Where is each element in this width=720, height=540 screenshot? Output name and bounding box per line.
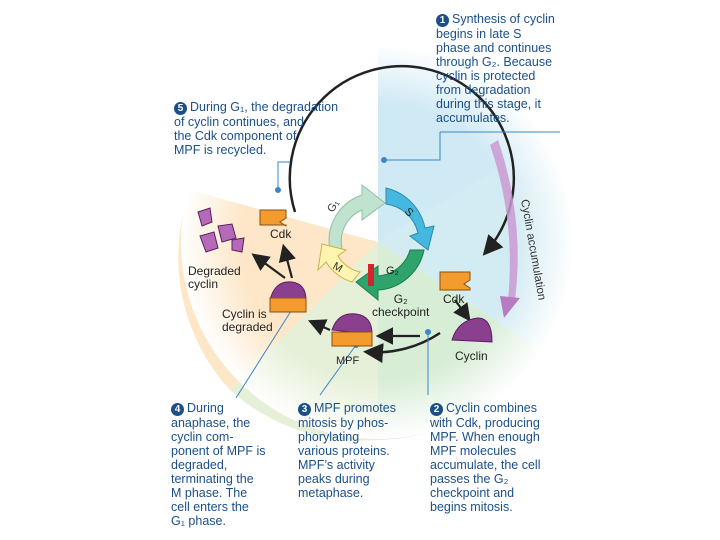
step-2-badge: 2: [430, 403, 443, 416]
arrow-mpf-to-degraded: [307, 319, 331, 336]
step-3-badge: 3: [298, 403, 311, 416]
g2-checkpoint-bar: [368, 264, 374, 286]
lower-cycle-arc: [363, 331, 441, 364]
step-1-badge: 1: [436, 14, 449, 27]
cdk-label-right: Cdk: [443, 292, 465, 306]
inner-cell-cycle: [317, 183, 435, 302]
cdk-icon-right: [439, 271, 471, 291]
outer-cycle-arc: [288, 64, 516, 256]
step-4-badge: 4: [171, 403, 184, 416]
g2-label: G₂: [386, 265, 399, 277]
step-5-badge: 5: [174, 102, 187, 115]
mpf-icon: [331, 313, 373, 347]
m-phase-arrow: [317, 243, 361, 283]
arrow-cdk-to-cyclin: [453, 299, 471, 322]
mpf-label: MPF: [336, 355, 360, 367]
arrow-to-cdk: [278, 243, 296, 279]
g1-label: G₁: [325, 198, 342, 215]
cdk-icon-top: [259, 209, 287, 227]
g1-phase-arrow: [328, 183, 386, 253]
arrow-to-degraded-cyclin: [251, 253, 286, 279]
degrading-mpf-icon: [269, 281, 307, 313]
cyclin-label: Cyclin: [455, 349, 488, 363]
s-phase-arrow: [385, 187, 435, 251]
cyclin-accumulation-arrow: [490, 140, 518, 300]
cdk-label-top: Cdk: [270, 227, 292, 241]
cyclin-icon: [451, 317, 493, 343]
degraded-cyclin-fragments: [197, 207, 245, 253]
g2-phase-arrow: [355, 249, 425, 302]
